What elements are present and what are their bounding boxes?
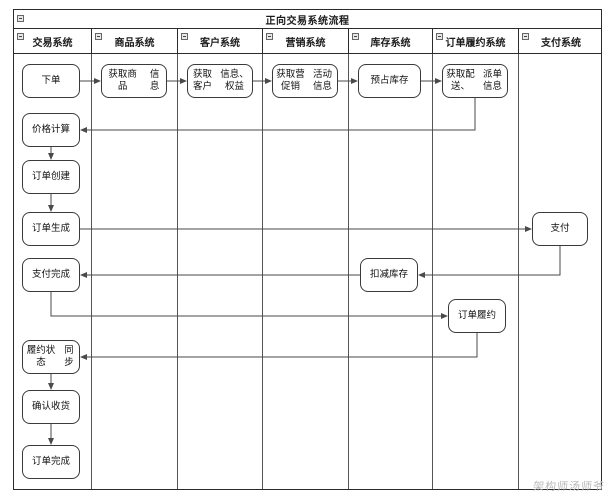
lane-label: 商品系统 (114, 37, 155, 49)
node-label: 获取客户 (192, 69, 212, 92)
node-label: 价格计算 (31, 124, 70, 136)
node-label: 获取营促销 (276, 69, 305, 92)
lane-header-3[interactable]: 客户系统 (178, 29, 263, 53)
node-label: 派单信息 (483, 69, 503, 92)
lane-header-7[interactable]: 支付系统 (519, 29, 603, 53)
node-label: 扣减库存 (369, 269, 408, 281)
node-label: 信息、权益 (220, 69, 249, 92)
collapse-icon[interactable] (436, 33, 443, 40)
node-label: 订单完成 (31, 456, 70, 468)
node-huoqukehu[interactable]: 获取客户信息、权益 (187, 64, 253, 98)
lane-body-1 (14, 54, 92, 489)
node-label: 支付 (550, 223, 570, 235)
node-label: 下单 (41, 75, 61, 87)
node-label: 信息 (149, 69, 160, 92)
lane-body-4 (263, 54, 349, 489)
lane-body-7 (519, 54, 603, 489)
collapse-icon[interactable] (522, 33, 529, 40)
node-label: 确认收货 (31, 401, 70, 413)
node-dingdanlvyue[interactable]: 订单履约 (448, 299, 506, 333)
node-koujiankucun[interactable]: 扣减库存 (360, 258, 418, 292)
lane-label: 客户系统 (200, 37, 240, 49)
node-label: 预占库存 (370, 75, 409, 87)
node-label: 支付完成 (31, 269, 70, 281)
node-dingdanwancheng[interactable]: 订单完成 (22, 445, 80, 479)
lane-header-1[interactable]: 交易系统 (14, 29, 92, 53)
lane-label: 订单履约系统 (445, 37, 506, 49)
watermark: 架构师汤师爷 (532, 480, 606, 493)
diagram-title-bar: 正向交易系统流程 (14, 10, 601, 29)
node-label: 活动信息 (313, 69, 333, 92)
node-label: 订单履约 (457, 310, 496, 322)
node-label: 获取配送、 (446, 69, 475, 92)
node-jiagejisuan[interactable]: 价格计算 (22, 113, 80, 147)
page-title: 正向交易系统流程 (265, 15, 350, 27)
lane-label: 交易系统 (32, 37, 73, 49)
lane-label: 营销系统 (285, 37, 326, 49)
node-label: 获取商品 (108, 69, 137, 92)
node-dingdanshengcheng[interactable]: 订单生成 (22, 212, 80, 246)
collapse-icon[interactable] (17, 33, 24, 40)
node-huoquyingxiao[interactable]: 获取营促销活动信息 (272, 64, 338, 98)
lane-label: 库存系统 (370, 37, 411, 49)
collapse-icon[interactable] (17, 15, 24, 22)
node-label: 同步 (64, 345, 74, 368)
lane-header-5[interactable]: 库存系统 (349, 29, 433, 53)
lane-label: 支付系统 (541, 37, 581, 49)
node-label: 订单创建 (31, 171, 70, 183)
lane-body-3 (178, 54, 263, 489)
lane-body-6 (433, 54, 519, 489)
node-label: 订单生成 (31, 223, 70, 235)
lane-header-4[interactable]: 营销系统 (263, 29, 349, 53)
node-label: 履约状态 (26, 345, 56, 368)
lane-body-2 (92, 54, 178, 489)
node-huoqushangpin[interactable]: 获取商品信息 (101, 64, 167, 98)
node-zhifu[interactable]: 支付 (532, 212, 588, 246)
collapse-icon[interactable] (95, 33, 102, 40)
collapse-icon[interactable] (352, 33, 359, 40)
node-querenshouhuo[interactable]: 确认收货 (22, 390, 80, 424)
node-lvyuezhuangtai[interactable]: 履约状态同步 (22, 340, 80, 374)
node-huoqupeisong[interactable]: 获取配送、派单信息 (442, 64, 508, 98)
node-dingdanchuangjian[interactable]: 订单创建 (22, 160, 80, 194)
node-yuzhankucun[interactable]: 预占库存 (358, 64, 421, 98)
lane-header-row: 交易系统 商品系统 客户系统 营销系统 库存系统 订单履约系统 支付系统 (14, 29, 601, 54)
lane-header-2[interactable]: 商品系统 (92, 29, 178, 53)
node-zhifuwancheng[interactable]: 支付完成 (22, 258, 80, 292)
lane-header-6[interactable]: 订单履约系统 (433, 29, 519, 53)
collapse-icon[interactable] (266, 33, 273, 40)
node-xiadan[interactable]: 下单 (22, 64, 80, 98)
collapse-icon[interactable] (181, 33, 188, 40)
